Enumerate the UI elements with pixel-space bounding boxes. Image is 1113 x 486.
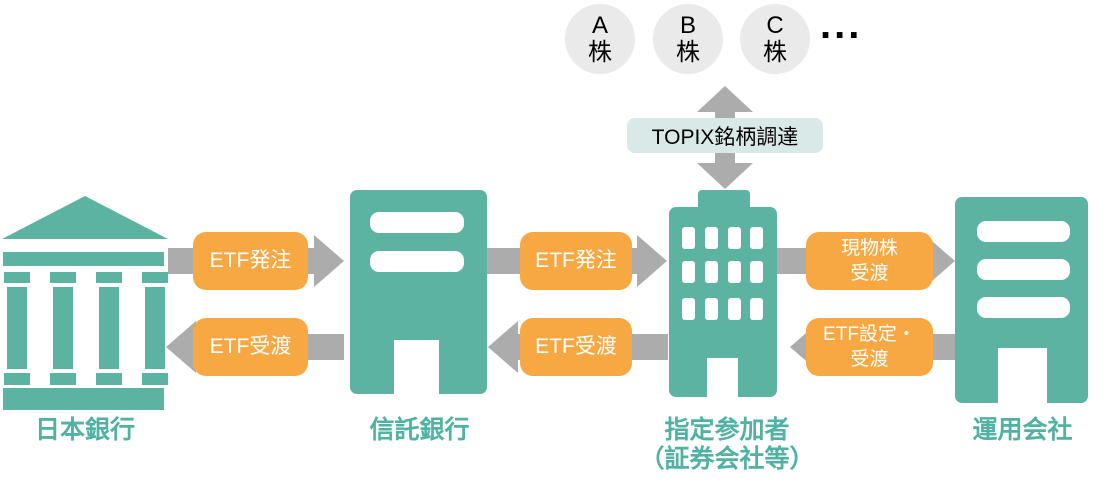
stocks-ellipsis: ... [820,2,863,47]
stock-circle-c: C 株 [740,4,810,74]
topix-procurement-label: TOPIX銘柄調達 [627,118,823,153]
arrow-left-head-icon [488,321,518,373]
entity-label-bank-of-japan: 日本銀行 [34,416,135,444]
stock-suffix: 株 [588,39,612,66]
stock-symbol: A [591,12,608,39]
flow-label-etf-order-2: ETF発注 [520,232,632,290]
arrow-right-head-icon [314,235,344,287]
bank-of-japan-building-icon [2,196,168,410]
designated-participant-building-icon [669,190,777,397]
stock-symbol: C [766,12,784,39]
flow-label-physical-stock-delivery: 現物株 受渡 [806,232,933,290]
arrow-right-head-icon [637,235,667,287]
stock-circle-a: A 株 [565,4,635,74]
flow-label-etf-delivery-2: ETF受渡 [520,318,632,376]
entity-label-asset-management: 運用会社 [972,416,1073,444]
asset-management-building-icon [955,197,1088,403]
entity-label-trust-bank: 信託銀行 [369,416,470,444]
trust-bank-building-icon [350,190,487,394]
stock-suffix: 株 [676,39,700,66]
stock-circle-b: B 株 [653,4,723,74]
flow-label-etf-delivery-1: ETF受渡 [193,318,308,376]
flow-label-etf-order-1: ETF発注 [193,232,308,290]
stock-suffix: 株 [763,39,787,66]
entity-label-designated-participant: 指定参加者 （証券会社等） [639,416,815,473]
flow-label-etf-creation-delivery: ETF設定・ 受渡 [806,318,933,376]
stock-symbol: B [679,12,696,39]
arrow-left-head-icon [166,321,196,373]
